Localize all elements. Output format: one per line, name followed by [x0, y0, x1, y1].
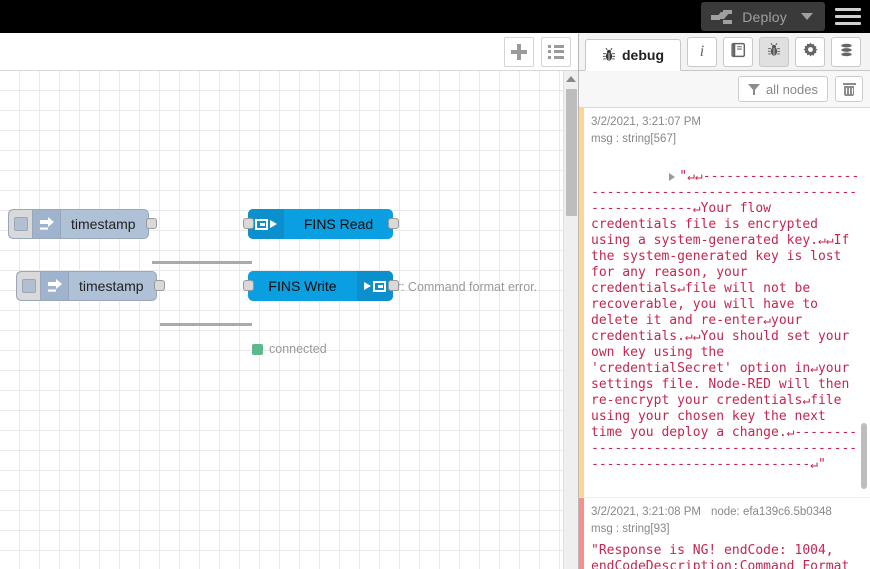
debug-tab-button[interactable] [759, 37, 789, 67]
info-tab-button[interactable]: i [687, 37, 717, 67]
tab-debug[interactable]: debug [585, 39, 681, 71]
debug-vertical-scrollbar[interactable] [859, 108, 870, 569]
inject-arrow-icon [33, 210, 61, 238]
status-fins-write: connected [252, 342, 327, 356]
debug-message[interactable]: 3/2/2021, 3:21:08 PM node: efa139c6.5b03… [579, 498, 870, 569]
info-icon: i [699, 43, 705, 60]
debug-message-type: msg : string[567] [591, 133, 677, 145]
bug-icon [602, 47, 616, 62]
workspace-tab-bar [0, 33, 578, 71]
list-flows-button[interactable] [541, 36, 571, 67]
deploy-button-label: Deploy [742, 8, 787, 25]
inject-trigger-button[interactable] [17, 272, 41, 300]
filter-label: all nodes [765, 81, 818, 97]
filter-nodes-button[interactable]: all nodes [737, 76, 828, 102]
output-port-fins-read[interactable] [388, 218, 399, 229]
canvas-scroll-up-button[interactable] [563, 71, 578, 87]
hamburger-menu-icon[interactable] [835, 8, 861, 25]
node-label: timestamp [79, 278, 144, 294]
flow-canvas[interactable]: timestamp FINS Read Command Format Error… [0, 71, 578, 569]
output-port-inject-1[interactable] [146, 218, 157, 229]
trash-icon [842, 82, 856, 96]
workspace: timestamp FINS Read Command Format Error… [0, 33, 578, 569]
list-icon [548, 44, 564, 59]
status-dot-ok [252, 343, 263, 355]
debug-message-timestamp: 3/2/2021, 3:21:08 PM [591, 506, 701, 518]
context-tab-button[interactable] [831, 37, 861, 67]
chevron-down-icon[interactable] [801, 13, 813, 20]
canvas-vertical-scrollbar[interactable] [563, 87, 578, 569]
debug-message-type: msg : string[93] [591, 523, 670, 535]
output-port-fins-write[interactable] [388, 280, 399, 291]
debug-message-meta: 3/2/2021, 3:21:08 PM node: efa139c6.5b03… [591, 506, 861, 518]
node-inject-timestamp-2[interactable]: timestamp [16, 271, 157, 301]
debug-scrollbar-thumb[interactable] [861, 423, 867, 489]
deploy-icon [711, 9, 733, 25]
plus-icon [511, 43, 527, 60]
debug-message-list[interactable]: 3/2/2021, 3:21:07 PM msg : string[567] "… [579, 108, 870, 569]
debug-message-body: "Response is NG! endCode: 1004, endCodeD… [591, 543, 850, 569]
debug-filter-bar: all nodes [579, 71, 870, 108]
tab-debug-label: debug [622, 47, 664, 63]
fins-io-icon [357, 271, 393, 301]
debug-message-timestamp: 3/2/2021, 3:21:07 PM [591, 116, 701, 128]
inject-arrow-icon [41, 272, 69, 300]
deploy-button[interactable]: Deploy [701, 2, 825, 31]
debug-message-body-wrapper: "↵↵-------------------------------------… [591, 153, 861, 489]
debug-message-meta: 3/2/2021, 3:21:07 PM [591, 116, 861, 128]
expand-triangle-icon[interactable] [669, 172, 676, 181]
canvas-scrollbar-thumb[interactable] [566, 89, 577, 216]
stack-icon [839, 43, 854, 62]
debug-message-body: "↵↵-------------------------------------… [591, 169, 860, 472]
node-label: FINS Write [268, 278, 337, 294]
bug-icon [767, 42, 781, 62]
funnel-icon [747, 83, 760, 95]
debug-message[interactable]: 3/2/2021, 3:21:07 PM msg : string[567] "… [579, 108, 870, 498]
add-flow-button[interactable] [504, 36, 534, 67]
inject-trigger-button[interactable] [9, 210, 33, 238]
wire-inject2-to-finswrite [160, 323, 252, 326]
output-port-inject-2[interactable] [154, 280, 165, 291]
debug-sidebar: debug i [578, 33, 870, 569]
debug-message-node: node: efa139c6.5b0348 [710, 506, 832, 518]
gear-icon [802, 42, 818, 62]
input-port-fins-write[interactable] [243, 280, 254, 291]
status-text: connected [269, 342, 327, 356]
config-tab-button[interactable] [795, 37, 825, 67]
clear-debug-button[interactable] [835, 76, 863, 102]
fins-io-icon [248, 209, 284, 239]
wire-inject1-to-finsread [152, 261, 252, 264]
node-inject-timestamp-1[interactable]: timestamp [8, 209, 149, 239]
node-fins-read[interactable]: FINS Read [248, 209, 393, 239]
help-tab-button[interactable] [723, 37, 753, 67]
node-label: timestamp [71, 216, 136, 232]
node-fins-write[interactable]: FINS Write [248, 271, 393, 301]
app-header: Deploy [0, 0, 870, 33]
node-label: FINS Read [303, 216, 374, 232]
book-icon [730, 42, 746, 63]
sidebar-tab-bar: debug i [579, 33, 870, 71]
chevron-up-icon [566, 76, 576, 82]
input-port-fins-read[interactable] [243, 218, 254, 229]
